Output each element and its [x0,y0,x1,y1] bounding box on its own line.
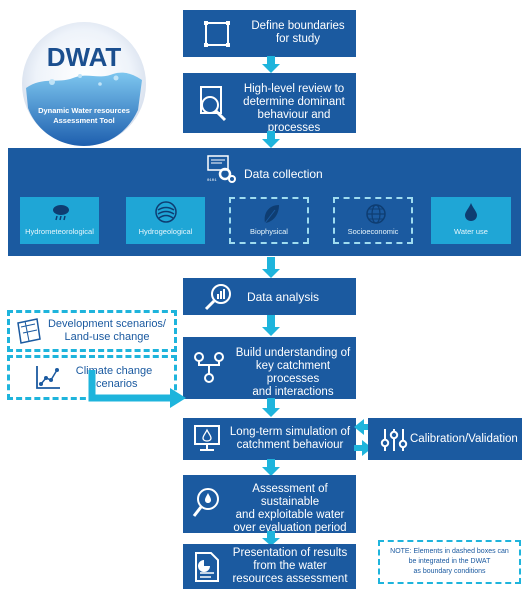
analysis-label: Data analysis [246,290,320,304]
magnifier-drop-icon [192,488,219,517]
category-label: Water use [454,227,488,236]
category-hydrogeological: Hydrogeological [126,197,205,244]
arrow-down [262,131,280,148]
arrow-down [262,398,280,417]
land-map-icon [17,318,41,344]
assessment-line1: Assessment of sustainable [252,483,328,508]
report-icon [195,552,219,582]
logo-subtitle-1: Dynamic Water resources [38,106,130,115]
define-line2: for study [275,33,321,45]
data-gears-icon: 0101 [207,155,236,183]
simulation-line1: Long-term simulation of [229,426,351,438]
category-socioeconomic: Socioeconomic [333,197,413,244]
note-line1: NOTE: Elements in dashed boxes can [390,548,509,555]
climate-line2: scenarios [90,378,138,390]
dwat-logo: DWAT Dynamic Water resources Assessment … [18,18,150,150]
step-data-collection: 0101 Data collection Hydrometeorological… [8,148,521,256]
computer-monitor-icon [194,425,220,451]
step-assessment: Assessment of sustainable and exploitabl… [183,475,356,534]
arrow-down [262,531,280,546]
simulation-line2: catchment behaviour [236,439,344,451]
step-long-term-simulation: Long-term simulation of catchment behavi… [183,418,356,460]
presentation-line3: resources assessment [232,573,348,585]
understanding-line3: and interactions [252,386,334,398]
define-line1: Define boundaries [251,20,345,32]
category-biophysical: Biophysical [229,197,309,244]
calibration-label: Calibration/Validation [410,433,518,445]
arrow-down [262,315,280,336]
note-line2: be integrated in the DWAT [408,558,491,565]
arrow-down [262,257,280,278]
presentation-line2: from the water [253,560,327,572]
step-high-level-review: High-level review to determine dominant … [183,73,356,134]
presentation-line1: Presentation of results [232,547,348,559]
category-label: Hydrometeorological [25,227,94,236]
category-water-use: Water use [431,197,511,244]
sliders-icon [380,429,408,451]
water-splash-icon [22,22,146,146]
step-define-boundaries: Define boundaries for study [183,10,356,57]
leaf-icon [264,205,279,224]
arrows-calibration-loop [354,419,372,456]
note-line3: as boundary conditions [413,568,486,575]
step-data-analysis: Data analysis [183,278,356,315]
step-presentation: Presentation of results from the water r… [183,544,356,589]
step-build-understanding: Build understanding of key catchment pro… [183,337,356,399]
review-line3: behaviour and processes [257,109,331,134]
aquifer-waves-icon [155,201,177,223]
document-search-icon [200,86,227,122]
data-collection-title: Data collection [244,167,323,181]
logo-title: DWAT [46,42,122,72]
development-scenarios-box: Development scenarios/ Land-use change [7,310,177,352]
assessment-line2: and exploitable water [235,509,345,521]
note-box: NOTE: Elements in dashed boxes can be in… [378,540,521,584]
category-hydrometeorological: Hydrometeorological [20,197,99,244]
development-line1: Development scenarios/ [47,318,166,330]
review-line2: determine dominant [243,96,345,108]
arrow-scenarios-to-simulation [88,370,186,408]
svg-text:0101: 0101 [207,179,217,183]
process-nodes-icon [194,352,224,383]
step-calibration-validation: Calibration/Validation [368,418,522,460]
cloud-rain-icon [53,205,69,221]
assessment-line3: over evaluation period [233,522,347,534]
understanding-line2: key catchment processes [255,360,331,385]
globe-icon [366,204,386,224]
boundary-square-icon [204,21,230,47]
understanding-line1: Build understanding of [235,347,351,359]
arrow-down [262,56,280,73]
category-label: Biophysical [250,227,288,236]
water-drop-icon [465,203,477,221]
arrow-down [262,459,280,476]
logo-subtitle-2: Assessment Tool [53,116,115,125]
category-label: Hydrogeological [138,227,193,236]
review-line1: High-level review to [243,83,345,95]
development-line2: Land-use change [64,331,150,343]
category-label: Socioeconomic [347,227,399,236]
trend-chart-icon [36,366,60,389]
magnifier-chart-icon [204,284,231,311]
